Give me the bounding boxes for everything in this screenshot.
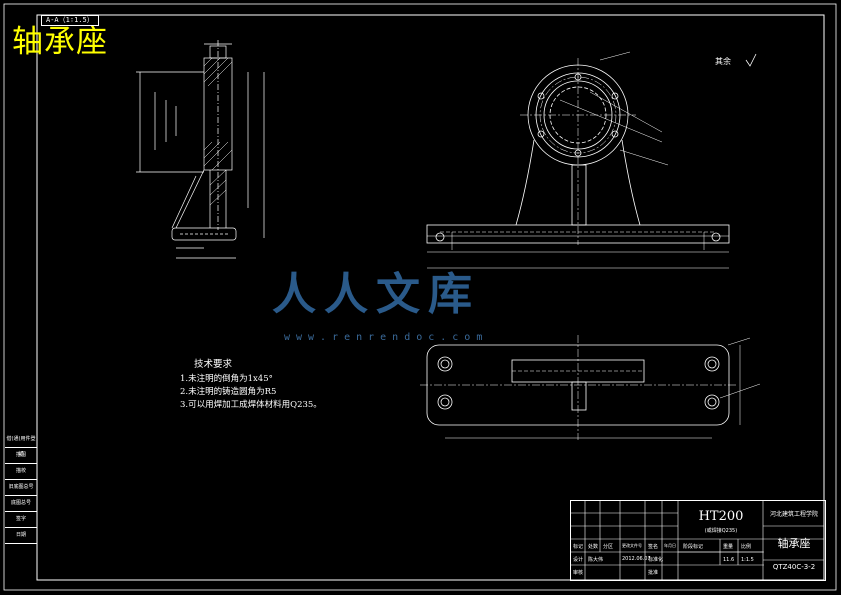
bolt-hole — [611, 130, 619, 138]
bolt-hole — [537, 92, 545, 100]
standardization-label: 标准化 — [648, 557, 664, 563]
requirement-item: 1.未注明的倒角为1x45° — [180, 374, 273, 384]
top-view — [420, 335, 761, 440]
drawing-title: 轴承座 — [12, 24, 108, 60]
section-view-label: A-A（1∶1.5） — [41, 15, 99, 26]
scale-label: 比例 — [741, 544, 752, 550]
material-note: (或焊接Q235) — [704, 528, 738, 534]
row-label: 标记 — [573, 544, 584, 550]
strip-cell: 描校 — [5, 464, 37, 480]
weight-label: 重量 — [723, 544, 734, 550]
requirement-item: 3.可以用焊加工成焊体材料用Q235。 — [180, 400, 322, 410]
review-label: 审核 — [573, 570, 584, 576]
weight-value: 11.6 — [723, 557, 735, 563]
title-block: HT200 (或焊接Q235) 河北建筑工程学院 轴承座 QTZ40C-3-2 … — [570, 500, 826, 581]
strip-cell: 借(通)用件登记 — [5, 432, 37, 457]
strip-cell: 日期 — [5, 528, 37, 544]
section-view — [136, 40, 265, 259]
design-date: 2012.06.07 — [622, 556, 651, 562]
row-label: 处数 — [588, 544, 599, 550]
strip-cell: 签字 — [5, 512, 37, 528]
front-view — [426, 51, 730, 269]
row-label: 分区 — [603, 544, 614, 550]
row-label: 签名 — [648, 544, 659, 550]
roughness-label: 其余 — [715, 57, 731, 66]
design-label: 设计 — [573, 557, 584, 563]
technical-requirements-heading: 技术要求 — [194, 359, 233, 370]
stage-label: 阶段标记 — [683, 544, 704, 550]
strip-cell: 旧底图总号 — [5, 480, 37, 496]
roughness-symbol — [745, 53, 757, 67]
row-label: 年月日 — [664, 543, 676, 548]
bolt-hole — [537, 130, 545, 138]
outer-border — [3, 3, 837, 591]
bolt-hole — [611, 92, 619, 100]
designer-name: 陈大伟 — [588, 557, 604, 563]
approve-label: 批准 — [648, 570, 659, 576]
strip-cell: 描图 — [5, 448, 37, 464]
row-label: 更改文件号 — [622, 543, 642, 548]
inner-frame — [36, 14, 825, 581]
title-block-grid — [570, 500, 824, 580]
part-name: 轴承座 — [777, 537, 811, 550]
strip-cell: 底图总号 — [5, 496, 37, 512]
organization: 河北建筑工程学院 — [769, 511, 818, 518]
scale-value: 1:1.5 — [741, 557, 754, 563]
technical-requirements: 技术要求 1.未注明的倒角为1x45° 2.未注明的铸造圆角为R5 3.可以用焊… — [180, 358, 322, 412]
requirement-item: 2.未注明的铸造圆角为R5 — [180, 387, 277, 397]
revision-strip: 借(通)用件登记 描图 描校 旧底图总号 底图总号 签字 日期 — [5, 432, 37, 544]
material: HT200 — [698, 509, 744, 524]
drawing-code: QTZ40C-3-2 — [772, 563, 816, 571]
